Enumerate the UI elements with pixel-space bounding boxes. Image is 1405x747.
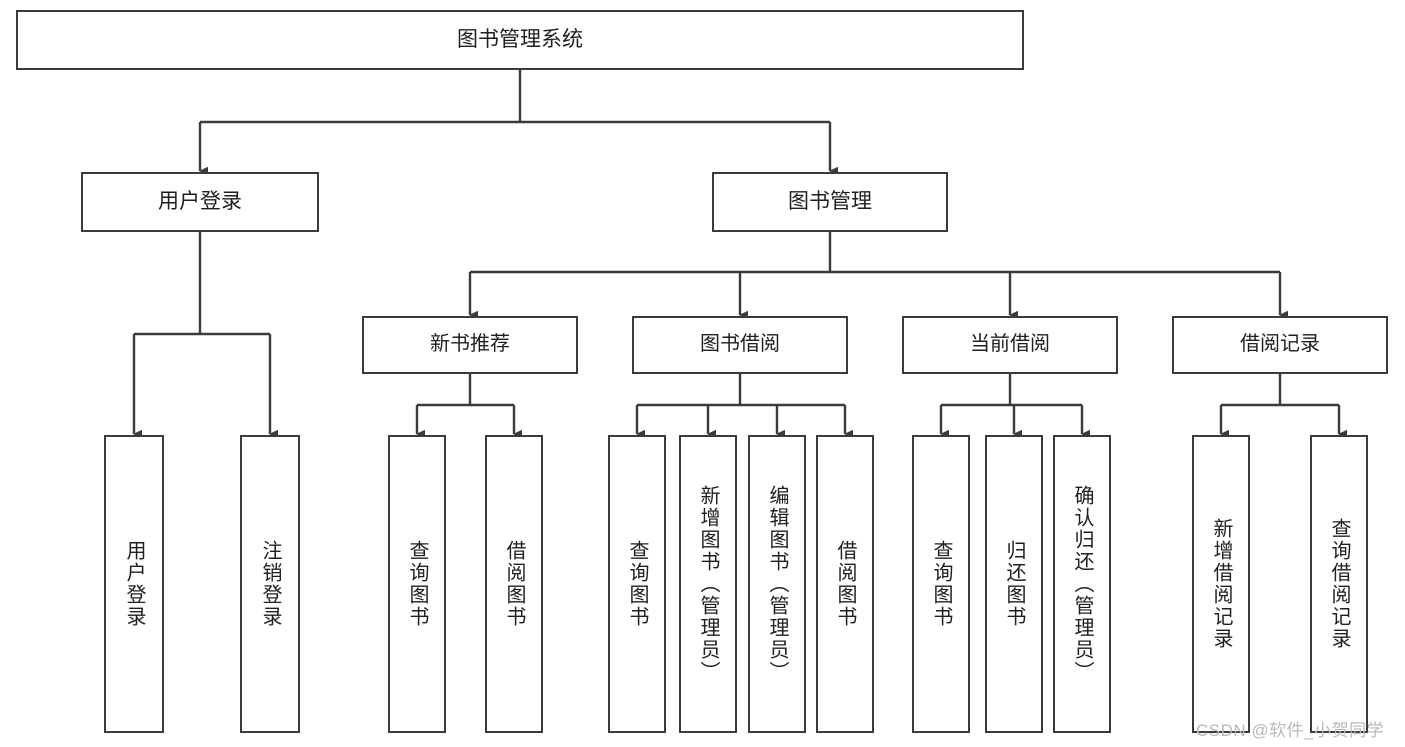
node-label: 确认归还（管理员） [1071,485,1093,683]
node-label: 图书管理系统 [457,27,583,51]
node-leaf-confirm-return[interactable]: 确认归还（管理员） [1053,435,1111,733]
node-user-login[interactable]: 用户登录 [81,172,319,232]
node-leaf-query-book-borrow[interactable]: 查询图书 [608,435,666,733]
node-label: 注销登录 [259,540,281,628]
node-label: 图书借阅 [700,333,780,356]
node-book-borrow[interactable]: 图书借阅 [632,316,848,374]
node-leaf-borrow-book-rec[interactable]: 借阅图书 [485,435,543,733]
node-root[interactable]: 图书管理系统 [16,10,1024,70]
node-leaf-return-book[interactable]: 归还图书 [985,435,1043,733]
csdn-watermark: CSDN @软件_小贺同学 [1196,721,1385,740]
node-leaf-add-book[interactable]: 新增图书（管理员） [679,435,737,733]
node-current-borrow[interactable]: 当前借阅 [902,316,1118,374]
node-label: 查询图书 [930,540,952,628]
node-label: 编辑图书（管理员） [766,485,788,683]
node-label: 查询借阅记录 [1328,518,1350,650]
node-leaf-edit-book[interactable]: 编辑图书（管理员） [748,435,806,733]
node-new-book-rec[interactable]: 新书推荐 [362,316,578,374]
node-label: 借阅图书 [834,540,856,628]
node-borrow-record[interactable]: 借阅记录 [1172,316,1388,374]
node-label: 新增借阅记录 [1210,518,1232,650]
node-leaf-logout[interactable]: 注销登录 [240,435,300,733]
node-label: 新书推荐 [430,333,510,356]
node-label: 查询图书 [626,540,648,628]
node-label: 图书管理 [788,189,872,213]
node-label: 查询图书 [406,540,428,628]
node-leaf-query-book-rec[interactable]: 查询图书 [388,435,446,733]
node-leaf-user-login[interactable]: 用户登录 [104,435,164,733]
node-label: 借阅图书 [503,540,525,628]
node-label: 用户登录 [158,189,242,213]
node-label: 新增图书（管理员） [697,485,719,683]
node-label: 用户登录 [123,540,145,628]
node-book-manage[interactable]: 图书管理 [712,172,948,232]
node-label: 借阅记录 [1240,333,1320,356]
node-label: 归还图书 [1003,540,1025,628]
node-label: 当前借阅 [970,333,1050,356]
node-leaf-add-record[interactable]: 新增借阅记录 [1192,435,1250,733]
node-leaf-borrow-book[interactable]: 借阅图书 [816,435,874,733]
node-leaf-query-book-current[interactable]: 查询图书 [912,435,970,733]
node-leaf-query-record[interactable]: 查询借阅记录 [1310,435,1368,733]
